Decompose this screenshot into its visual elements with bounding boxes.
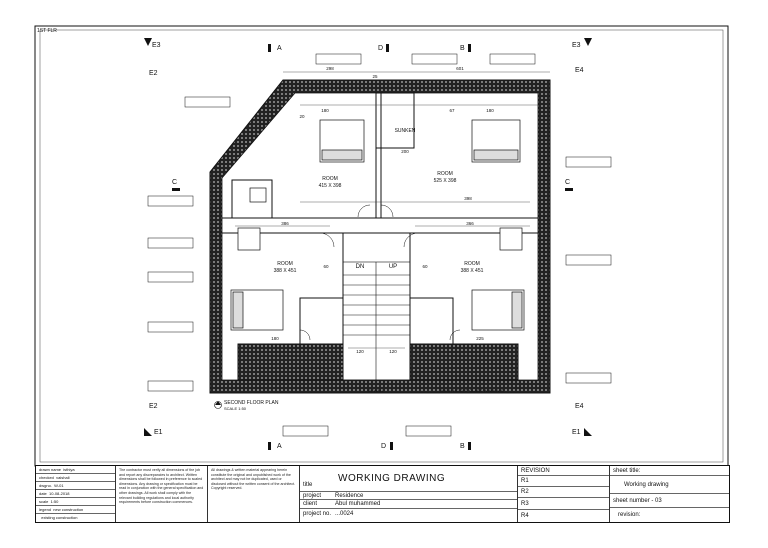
title-block: drawn name isthiya checked vaishali dwgn… bbox=[35, 465, 730, 523]
plan-scale: SCALE 1:50 bbox=[224, 406, 247, 411]
door-swings bbox=[299, 204, 461, 341]
elevation-e2-bottom: E2 bbox=[149, 403, 158, 410]
dimension-lines bbox=[235, 71, 550, 349]
sheet-info: sheet title: Working drawing sheet numbe… bbox=[610, 466, 729, 522]
copyright-notes: All drawings & written material appearin… bbox=[208, 466, 300, 522]
stair-down-label: DN bbox=[356, 264, 365, 270]
dim-25: 25 bbox=[372, 74, 378, 79]
dim-bot-1: 120 bbox=[356, 349, 364, 354]
elevation-markers: E1 E1 E2 E2 E3 E3 E4 E4 bbox=[149, 42, 584, 436]
room-3-name: ROOM bbox=[277, 261, 293, 267]
plan-title-group: SECOND FLOOR PLAN SCALE 1:50 bbox=[214, 400, 279, 411]
dim-top-4: 180 bbox=[486, 108, 494, 113]
rl-wall-label: RL WALL bbox=[368, 388, 386, 393]
dim-mid-2: 386 bbox=[281, 221, 289, 226]
revision-table: REVISION R1 R2 R3 R4 bbox=[518, 466, 610, 522]
dim-top-5: 67 bbox=[449, 108, 455, 113]
building-walls bbox=[209, 79, 551, 394]
dim-200: 200 bbox=[401, 149, 409, 154]
dim-small-2: 60 bbox=[422, 264, 428, 269]
dim-top-3: 180 bbox=[321, 108, 329, 113]
room-4-size: 388 X 451 bbox=[461, 268, 484, 274]
dwgno-row: dwgno. W-01 bbox=[36, 482, 115, 490]
revision-r4: R4 bbox=[521, 513, 529, 519]
dim-mid-3: 366 bbox=[466, 221, 474, 226]
revision-r3: R3 bbox=[518, 498, 609, 510]
corner-label: 1ST FLR bbox=[37, 28, 57, 34]
elevation-e1-left: E1 bbox=[154, 429, 163, 436]
dim-top-1: 298 bbox=[326, 66, 334, 71]
section-a-top: A bbox=[277, 45, 282, 52]
section-c-left: C bbox=[172, 179, 177, 186]
furniture bbox=[230, 119, 525, 331]
revision-r2: R2 bbox=[518, 487, 609, 498]
room-2-name: ROOM bbox=[437, 171, 453, 177]
elevation-e2-top: E2 bbox=[149, 70, 158, 77]
plan-title: SECOND FLOOR PLAN bbox=[224, 400, 279, 406]
room-3-size: 388 X 451 bbox=[274, 268, 297, 274]
section-d-top: D bbox=[378, 45, 383, 52]
section-d-bottom: D bbox=[381, 443, 386, 450]
drawing-info-column: drawn name isthiya checked vaishali dwgn… bbox=[36, 466, 116, 522]
title-label: title bbox=[303, 482, 313, 488]
room-labels: ROOM 415 X 398 ROOM 525 X 398 ROOM 388 X… bbox=[274, 128, 505, 393]
dim-bot-3: 180 bbox=[271, 336, 279, 341]
project-no-row: project no....0024 bbox=[303, 511, 354, 517]
revision-label: revision: bbox=[618, 512, 641, 518]
section-c-right: C bbox=[565, 179, 570, 186]
sunken-label: SUNKEN bbox=[395, 128, 416, 134]
scale-row: scale 1:50 bbox=[36, 498, 115, 506]
checked-row: checked vaishali bbox=[36, 474, 115, 482]
dim-top-2: 601 bbox=[456, 66, 464, 71]
sheet-number: sheet number - 03 bbox=[610, 494, 729, 508]
section-markers: A A B B C C D D bbox=[172, 45, 570, 450]
sheet-title-label: sheet title: bbox=[610, 466, 729, 476]
room-1-size: 415 X 398 bbox=[319, 183, 342, 189]
dimension-values: 298 601 180 180 67 398 386 366 60 60 120… bbox=[271, 66, 494, 354]
inner-border bbox=[39, 29, 724, 463]
level-callouts bbox=[147, 53, 612, 437]
room-4-name: ROOM bbox=[464, 261, 480, 267]
elevation-e4-bottom: E4 bbox=[575, 403, 584, 410]
section-arrows bbox=[172, 44, 573, 450]
elevation-e1-right: E1 bbox=[572, 429, 581, 436]
legend-row: legend new construction bbox=[36, 506, 115, 514]
sheet-title-value: Working drawing bbox=[610, 476, 729, 494]
elevation-e3-right: E3 bbox=[572, 42, 581, 49]
general-notes: The contractor must verify all dimension… bbox=[116, 466, 208, 522]
sill-note: WASH HEIGHT GLASS WINDOWS bbox=[440, 388, 504, 393]
dim-20: 20 bbox=[299, 114, 305, 119]
elevation-arrows bbox=[144, 38, 592, 436]
staircase bbox=[342, 261, 411, 381]
dim-small-1: 60 bbox=[323, 264, 329, 269]
dim-mid-1: 398 bbox=[464, 196, 472, 201]
revision-header: REVISION bbox=[518, 466, 609, 476]
dim-bot-2: 120 bbox=[389, 349, 397, 354]
title-row: title WORKING DRAWING bbox=[300, 466, 517, 492]
room-2-size: 525 X 398 bbox=[434, 178, 457, 184]
dim-bot-4: 225 bbox=[476, 336, 484, 341]
title-value: WORKING DRAWING bbox=[338, 473, 446, 484]
elevation-e3-left: E3 bbox=[152, 42, 161, 49]
legend-row-2: existing construction bbox=[41, 515, 78, 520]
room-1-name: ROOM bbox=[322, 176, 338, 182]
date-row: date 10-08-2018 bbox=[36, 490, 115, 498]
section-a-bottom: A bbox=[277, 443, 282, 450]
drawn-row: drawn name isthiya bbox=[36, 466, 115, 474]
section-b-top: B bbox=[460, 45, 465, 52]
section-b-bottom: B bbox=[460, 443, 465, 450]
revision-r1: R1 bbox=[518, 476, 609, 487]
elevation-e4-top: E4 bbox=[575, 67, 584, 74]
stair-up-label: UP bbox=[389, 264, 397, 270]
